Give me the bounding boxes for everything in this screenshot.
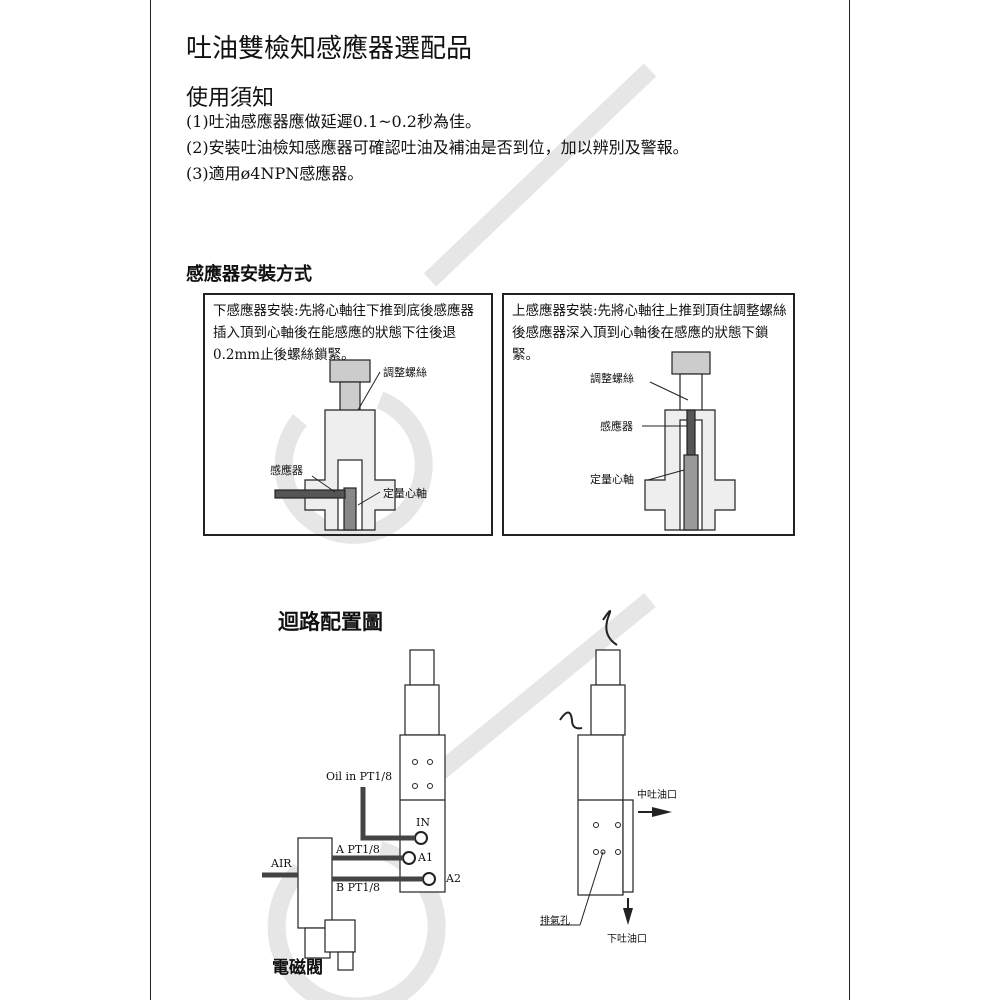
lower-sensor-box: 下感應器安裝:先將心軸往下推到底後感應器插入頂到心軸後在能感應的狀態下往後退0.… <box>203 293 493 536</box>
a1-label: A1 <box>418 851 433 864</box>
lower-screw-label: 調整螺絲 <box>383 366 427 379</box>
solenoid-valve-label: 電磁閥 <box>272 958 323 978</box>
page-border-right <box>849 0 850 1000</box>
air-label: AIR <box>271 857 292 870</box>
b-port-label: B PT1/8 <box>336 881 381 894</box>
exhaust-label: 排氣孔 <box>540 916 570 927</box>
low-outlet-label: 下吐油口 <box>607 934 647 945</box>
mid-outlet-label: 中吐油口 <box>637 790 677 801</box>
page-title: 吐油雙檢知感應器選配品 <box>186 34 473 64</box>
a2-label: A2 <box>446 872 461 885</box>
lower-sensor-label: 感應器 <box>270 464 303 477</box>
install-heading: 感應器安裝方式 <box>186 264 312 285</box>
oil-in-label: Oil in PT1/8 <box>326 770 393 783</box>
upper-sensor-box: 上感應器安裝:先將心軸往上推到頂住調整螺絲後感應器深入頂到心軸後在感應的狀態下鎖… <box>502 293 795 536</box>
upper-sensor-label: 感應器 <box>600 420 633 433</box>
notice-item: (3)適用ø4NPN感應器。 <box>186 164 364 183</box>
in-port-label: IN <box>416 816 430 829</box>
notice-heading: 使用須知 <box>186 86 275 111</box>
page-border-left <box>150 0 151 1000</box>
upper-screw-label: 調整螺絲 <box>590 372 634 385</box>
lower-sensor-text: 下感應器安裝:先將心軸往下推到底後感應器插入頂到心軸後在能感應的狀態下往後退0.… <box>213 303 475 363</box>
upper-sensor-text: 上感應器安裝:先將心軸往上推到頂住調整螺絲後感應器深入頂到心軸後在感應的狀態下鎖… <box>512 303 787 363</box>
lower-shaft-label: 定量心軸 <box>383 487 427 500</box>
upper-shaft-label: 定量心軸 <box>590 473 634 486</box>
circuit-heading: 迴路配置圖 <box>278 609 383 634</box>
a-port-label: A PT1/8 <box>336 843 380 856</box>
notice-item: (2)安裝吐油檢知感應器可確認吐油及補油是否到位，加以辨別及警報。 <box>186 138 689 157</box>
notice-item: (1)吐油感應器應做延遲0.1~0.2秒為佳。 <box>186 112 481 131</box>
